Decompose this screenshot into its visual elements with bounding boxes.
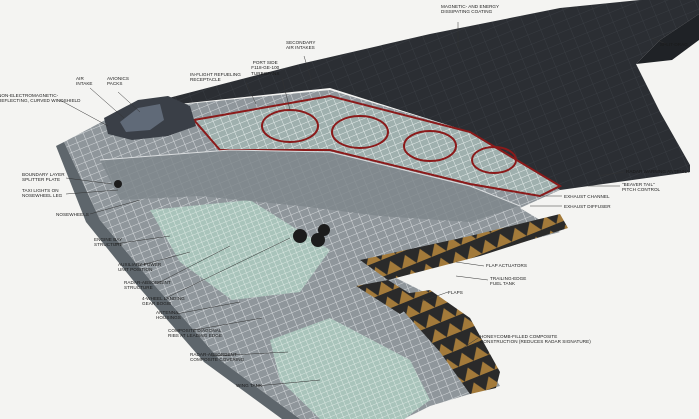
right-wing-trailing-edge — [636, 14, 699, 64]
label-secondary-intakes: SECONDARY AIR INTAKES — [286, 40, 316, 51]
label-radar-composite-covering: RADAR-ABSORBENT COMPOSITE COVERING — [190, 352, 245, 363]
engine-ring-3 — [403, 130, 457, 162]
label-taxi-lights: TAXI LIGHTS ON NOSEWHEEL LEG — [22, 188, 63, 199]
label-honeycomb: HONEYCOMB-FILLED COMPOSITE CONSTRUCTION … — [480, 334, 591, 345]
label-trailing-edge-tank: TRAILING-EDGE FUEL TANK — [490, 276, 527, 287]
label-composite-ribs: COMPOSITE DIAGONAL RIBS AT LEADING EDGE — [168, 328, 222, 339]
label-magnetic-coating: MAGNETIC- AND ENERGY DISSIPATING COATING — [441, 4, 500, 15]
label-landing-gear: 4-WHEEL LANDING GEAR BOGIE — [142, 296, 185, 307]
label-avionics-packs: AVIONICS PACKS — [107, 76, 130, 87]
label-exhaust-channel: EXHAUST CHANNEL — [564, 194, 610, 199]
engine-ring-2 — [331, 115, 389, 149]
label-refueling-receptacle: IN-FLIGHT REFUELING RECEPTACLE — [190, 72, 241, 83]
landing-gear-wheel-3 — [318, 224, 330, 236]
leader-lines — [59, 22, 667, 387]
label-nosewheels: NOSEWHEELS — [56, 212, 89, 217]
landing-gear-wheel-1 — [293, 229, 307, 243]
fuselage-frames — [100, 150, 520, 222]
windshield — [120, 104, 164, 132]
frame-line — [99, 149, 521, 207]
label-radar-absorbent-structure: RADAR-ABSORBENT STRUCTURE — [124, 280, 171, 291]
label-air-intake: AIR INTAKE — [76, 76, 93, 87]
label-engine-bay: ENGINE BAY STRUCTURE — [94, 237, 123, 248]
landing-gear-wheel-2 — [311, 233, 325, 247]
outer-wing-tank-area — [270, 318, 430, 419]
label-beaver-tail: "BEAVER TAIL" PITCH CONTROL — [622, 182, 661, 193]
label-flaps: FLAPS — [448, 290, 463, 295]
label-port-side-turbofans: PORT SIDE F118-GE-100 TURBOFANS — [251, 60, 280, 76]
wing-tank-area — [150, 200, 330, 300]
label-boundary-layer-plate: BOUNDARY LAYER SPLITTER PLATE — [22, 172, 65, 183]
label-exhaust-diffuser: EXHAUST DIFFUSER — [564, 204, 611, 209]
label-windshield: NON-ELECTROMAGNETIC- REFLECTING, CURVED … — [0, 93, 81, 104]
flap-chevrons — [356, 280, 420, 314]
outer-trailing-edge-chevrons — [390, 290, 500, 394]
upper-skin — [122, 0, 699, 190]
label-split-drag: SPLIT-DRAG — [660, 42, 688, 47]
label-radar-warning: RADAR WARNING ANTENNA — [626, 169, 690, 174]
label-antenna-housings: ANTENNA HOUSINGS — [156, 310, 181, 321]
label-flap-actuators: FLAP ACTUATORS — [486, 263, 528, 268]
engine-ring-4 — [471, 146, 517, 174]
trailing-edge-chevrons — [360, 214, 568, 280]
label-auxiliary-power: AUXILIARY POWER UNIT POSITION — [118, 262, 162, 273]
nosewheel — [114, 180, 122, 188]
label-wing-tank: WING TANK — [236, 383, 263, 388]
